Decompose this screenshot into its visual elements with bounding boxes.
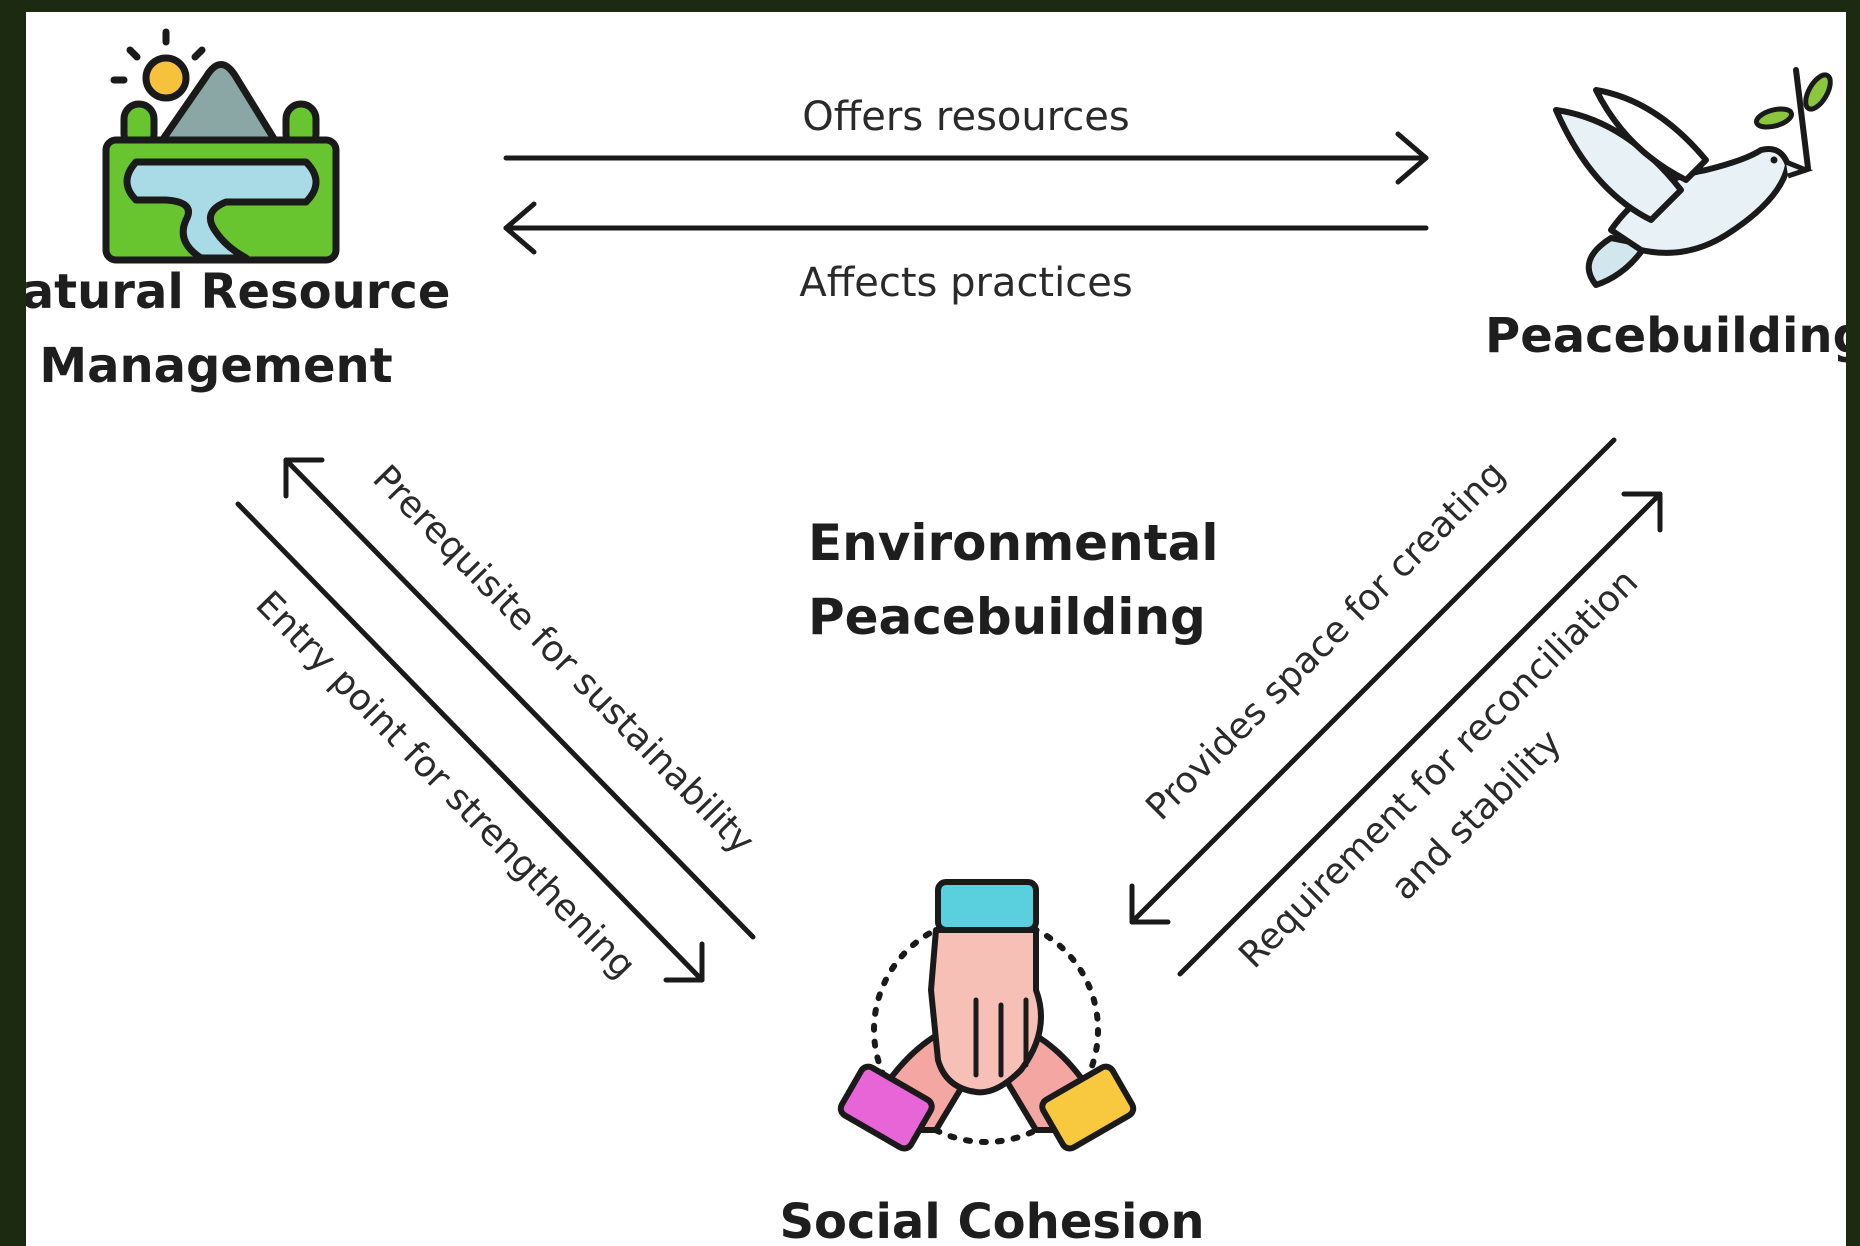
edge-label-requirement-line1: Requirement for reconciliation — [1231, 562, 1646, 977]
edge-label-entry-point: Entry point for strengthening — [248, 584, 644, 987]
edge-label-prerequisite: Prerequisite for sustainability — [365, 458, 762, 863]
center-title-line1: Environmental — [808, 514, 1218, 572]
landscape-icon — [102, 28, 340, 264]
arrow-provides-space — [1129, 437, 1617, 925]
dove-icon — [1553, 67, 1833, 288]
arrow-entry-point — [235, 501, 705, 983]
hands-together-icon — [837, 879, 1137, 1152]
center-title-line2: Peacebuilding — [808, 588, 1206, 646]
arrow-requirement — [1177, 491, 1663, 977]
node-peacebuilding-label: Peacebuilding — [1485, 308, 1846, 364]
arrow-affects-practices — [503, 201, 1429, 255]
node-natural-resource-line1: Natural Resource — [26, 264, 450, 320]
node-natural-resource-line2: Management — [39, 338, 392, 394]
arrow-offers-resources — [503, 131, 1429, 185]
edge-label-offers-resources: Offers resources — [802, 94, 1130, 140]
diagram-canvas: Natural Resource Management Peacebuildin… — [26, 12, 1846, 1246]
node-social-cohesion-label: Social Cohesion — [779, 1194, 1204, 1246]
edge-label-affects-practices: Affects practices — [799, 260, 1132, 306]
arrow-prerequisite — [283, 457, 756, 940]
diagram-svg: Natural Resource Management Peacebuildin… — [26, 28, 1846, 1246]
